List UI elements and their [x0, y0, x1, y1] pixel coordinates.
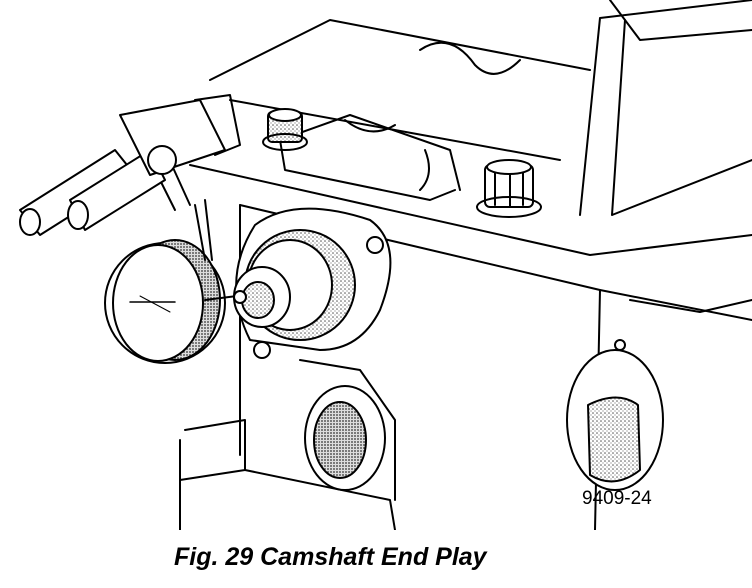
dial-indicator-on-engine-head-illustration: [19, 0, 752, 530]
figure-illustration: [19, 0, 752, 530]
figure-caption: Fig. 29 Camshaft End Play: [174, 543, 487, 571]
figure-reference-number: 9409-24: [582, 488, 652, 509]
